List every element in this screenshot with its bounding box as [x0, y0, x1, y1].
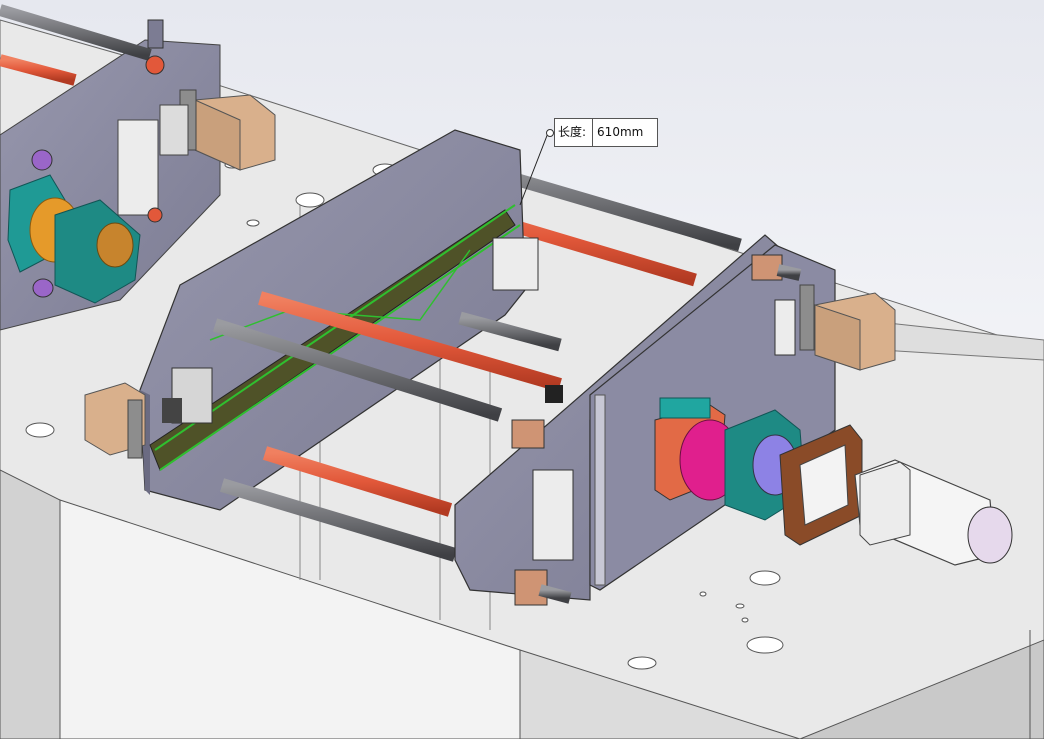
dimension-box[interactable]: 长度: 610mm [554, 118, 659, 147]
center-stepper-motor[interactable] [84, 382, 146, 459]
drive-shaft-assembly[interactable] [654, 397, 863, 546]
base-holes [25, 161, 784, 670]
dimension-leader-line [519, 132, 549, 206]
right-rod-bushings [511, 254, 802, 606]
servo-motor[interactable] [854, 459, 1013, 566]
left-pillow-block-bearing[interactable] [7, 174, 141, 304]
dimension-value[interactable]: 610mm [597, 125, 644, 139]
left-cylinder-block[interactable] [117, 104, 189, 216]
right-cylinder-block[interactable] [532, 299, 796, 561]
left-small-parts [31, 55, 165, 298]
dimension-anchor-dot [546, 129, 554, 137]
left-upper-rods [0, 4, 152, 86]
conveyor-belt-track[interactable] [149, 204, 521, 471]
center-cylinder[interactable] [162, 237, 539, 424]
dimension-label: 长度: [555, 119, 594, 146]
right-stepper-motor[interactable] [799, 284, 896, 371]
